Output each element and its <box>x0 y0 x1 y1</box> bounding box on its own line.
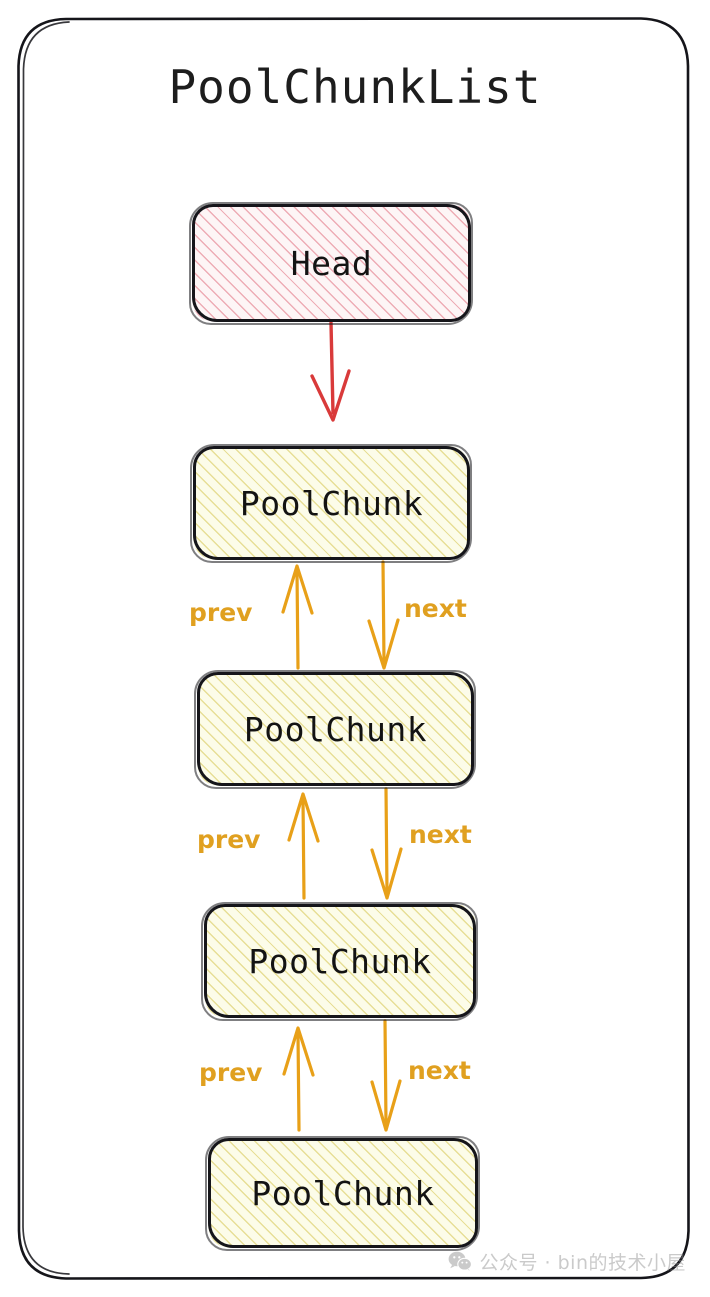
edge-chunk4-prev <box>282 1026 315 1132</box>
edge-label-prev-3: prev <box>199 1058 263 1087</box>
edge-label-prev-1: prev <box>189 598 253 627</box>
node-head[interactable]: Head <box>189 202 473 325</box>
node-poolchunk-2[interactable]: PoolChunk <box>194 670 476 789</box>
edge-chunk3-next <box>370 1019 402 1132</box>
node-poolchunk-2-label: PoolChunk <box>243 709 428 749</box>
node-poolchunk-1-label: PoolChunk <box>239 483 424 523</box>
node-poolchunk-4[interactable]: PoolChunk <box>205 1136 480 1251</box>
edge-label-next-3: next <box>408 1056 471 1085</box>
node-poolchunk-3-label: PoolChunk <box>248 941 432 981</box>
edge-chunk2-prev <box>281 564 314 670</box>
edge-chunk3-prev <box>287 792 320 900</box>
edge-chunk1-next <box>367 560 400 670</box>
edge-label-prev-2: prev <box>197 825 261 854</box>
edge-chunk2-next <box>370 787 403 900</box>
edge-label-next-1: next <box>404 594 467 623</box>
watermark-text: 公众号 · bin的技术小屋 <box>479 1252 686 1274</box>
edge-head-to-chunk1 <box>310 321 351 422</box>
edge-label-next-2: next <box>409 820 472 849</box>
node-poolchunk-3[interactable]: PoolChunk <box>201 902 478 1021</box>
wechat-icon <box>449 1251 473 1272</box>
diagram-title: PoolChunkList <box>168 60 542 114</box>
watermark: 公众号 · bin的技术小屋 <box>448 1248 686 1275</box>
node-poolchunk-4-label: PoolChunk <box>251 1173 435 1213</box>
node-poolchunk-1[interactable]: PoolChunk <box>190 444 472 563</box>
node-head-label: Head <box>290 243 373 283</box>
